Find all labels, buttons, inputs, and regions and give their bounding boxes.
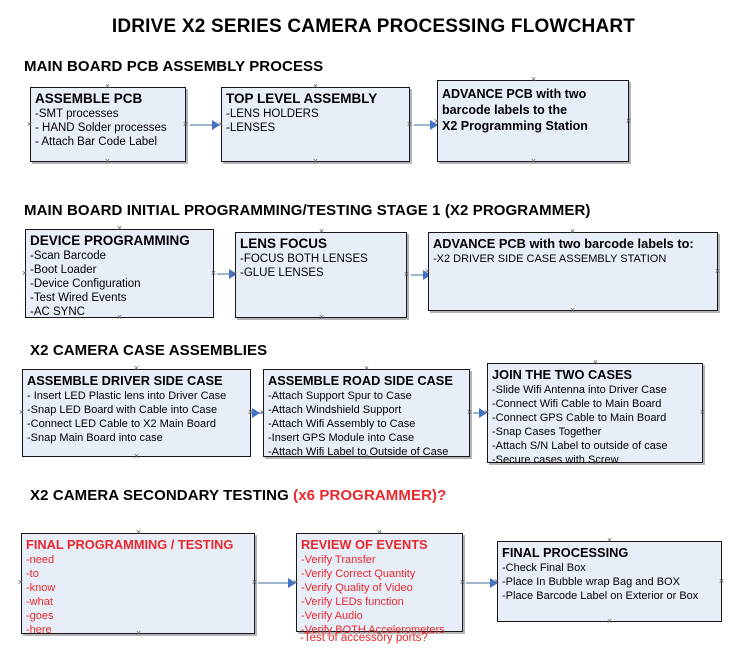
box-title: ASSEMBLE DRIVER SIDE CASE xyxy=(27,373,223,388)
box-line: -Place Barcode Label on Exterior or Box xyxy=(502,590,699,602)
box-assemble-pcb[interactable]: ASSEMBLE PCB -SMT processes - HAND Solde… xyxy=(30,87,186,162)
box-join-the-two-cases[interactable]: JOIN THE TWO CASES -Slide Wifi Antenna i… xyxy=(487,363,703,466)
box-title: ASSEMBLE PCB xyxy=(35,91,143,106)
box-line: -Connect GPS Cable to Main Board xyxy=(492,412,667,424)
connector-line xyxy=(466,582,494,584)
box-line: -Attach Windshield Support xyxy=(268,404,402,416)
box-title: ASSEMBLE ROAD SIDE CASE xyxy=(268,373,453,388)
section-heading-main-board-initial-programming: MAIN BOARD INITIAL PROGRAMMING/TESTING S… xyxy=(24,202,591,219)
box-line: -Slide Wifi Antenna into Driver Case xyxy=(492,384,667,396)
box-top-level-assembly[interactable]: TOP LEVEL ASSEMBLY -LENS HOLDERS -LENSES xyxy=(221,87,410,162)
box-overflow-line: -Test of accessory ports? xyxy=(300,632,428,644)
box-line: -Snap LED Board with Cable into Case xyxy=(27,404,218,416)
box-line: -Verify Transfer xyxy=(301,554,376,566)
box-line: -LENSES xyxy=(226,122,276,134)
section-heading-x2-camera-secondary-testing: X2 CAMERA SECONDARY TESTING (x6 PROGRAMM… xyxy=(30,487,446,504)
box-line: -goes xyxy=(26,610,54,622)
connector-line xyxy=(254,412,266,414)
box-line: -Verify Quality of Video xyxy=(301,582,413,594)
section-heading-note: (x6 PROGRAMMER)? xyxy=(293,487,447,504)
box-line: -here xyxy=(26,624,52,636)
box-line: -FOCUS BOTH LENSES xyxy=(240,253,368,265)
connector-arrow-icon xyxy=(212,120,220,130)
connector-line xyxy=(258,582,292,584)
box-line: -Connect LED Cable to X2 Main Board xyxy=(27,418,216,430)
box-line: - HAND Solder processes xyxy=(35,122,167,134)
box-title: ADVANCE PCB with two barcode labels to: xyxy=(433,236,694,251)
box-line: -Check Final Box xyxy=(502,562,586,574)
box-line: -Verify BOTH Accelerometers xyxy=(301,624,445,636)
connector-arrow-icon xyxy=(229,269,237,279)
section-heading-x2-camera-case-assemblies: X2 CAMERA CASE ASSEMBLIES xyxy=(30,342,268,359)
box-line: ADVANCE PCB with two xyxy=(442,87,587,101)
box-line: X2 Programming Station xyxy=(442,119,588,133)
box-lens-focus[interactable]: LENS FOCUS -FOCUS BOTH LENSES -GLUE LENS… xyxy=(235,232,407,318)
connector-line xyxy=(217,273,232,275)
box-line: -Connect Wifi Cable to Main Board xyxy=(492,398,662,410)
connector-arrow-icon xyxy=(423,270,431,280)
box-line: -Snap Cases Together xyxy=(492,426,602,438)
box-line: -Attach Wifi Assembly to Case xyxy=(268,418,416,430)
box-title: FINAL PROGRAMMING / TESTING xyxy=(26,537,234,552)
box-title: TOP LEVEL ASSEMBLY xyxy=(226,91,378,106)
box-line: -X2 DRIVER SIDE CASE ASSEMBLY STATION xyxy=(433,253,667,265)
box-line: -Attach S/N Label to outside of case xyxy=(492,440,668,452)
connector-arrow-icon xyxy=(252,408,260,418)
box-line: -Verify LEDs function xyxy=(301,596,404,608)
box-review-of-events[interactable]: REVIEW OF EVENTS -Verify Transfer -Verif… xyxy=(296,533,463,636)
box-advance-pcb-programming-station[interactable]: ADVANCE PCB with two barcode labels to t… xyxy=(437,80,629,162)
box-line: -Device Configuration xyxy=(30,278,141,290)
connector-arrow-icon xyxy=(490,578,498,588)
box-advance-pcb-driver-side-case[interactable]: ADVANCE PCB with two barcode labels to: … xyxy=(428,232,718,311)
box-line: -to xyxy=(26,568,39,580)
box-title: LENS FOCUS xyxy=(240,236,328,251)
box-line: -Attach Wifi Label to Outside of Case xyxy=(268,446,449,458)
box-line: -Insert GPS Module into Case xyxy=(268,432,415,444)
box-final-processing[interactable]: FINAL PROCESSING -Check Final Box -Place… xyxy=(497,541,722,622)
connector-line xyxy=(190,124,214,126)
box-line: -Boot Loader xyxy=(30,264,97,276)
box-title: REVIEW OF EVENTS xyxy=(301,537,428,552)
box-line: -Verify Correct Quantity xyxy=(301,568,416,580)
connector-line xyxy=(414,124,434,126)
page-title: IDRIVE X2 SERIES CAMERA PROCESSING FLOWC… xyxy=(111,16,636,37)
box-title: DEVICE PROGRAMMING xyxy=(30,233,190,248)
box-final-programming-testing[interactable]: FINAL PROGRAMMING / TESTING -need -to -k… xyxy=(21,533,255,636)
box-line: -LENS HOLDERS xyxy=(226,108,319,120)
box-line: -Secure cases with Screw xyxy=(492,454,619,466)
box-assemble-road-side-case[interactable]: ASSEMBLE ROAD SIDE CASE -Attach Support … xyxy=(263,369,470,458)
box-line: -AC SYNC xyxy=(30,306,85,318)
box-device-programming[interactable]: DEVICE PROGRAMMING -Scan Barcode -Boot L… xyxy=(25,229,214,318)
box-line: -Test Wired Events xyxy=(30,292,127,304)
connector-arrow-icon xyxy=(430,120,438,130)
box-line: -GLUE LENSES xyxy=(240,267,324,279)
box-line: -Snap Main Board into case xyxy=(27,432,163,444)
connector-line xyxy=(411,274,426,276)
box-line: barcode labels to the xyxy=(442,103,568,117)
box-assemble-driver-side-case[interactable]: ASSEMBLE DRIVER SIDE CASE - Insert LED P… xyxy=(22,369,251,457)
connector-arrow-icon xyxy=(288,578,296,588)
box-line: -Verify Audio xyxy=(301,610,363,622)
connector-arrow-icon xyxy=(479,408,487,418)
box-line: -Attach Support Spur to Case xyxy=(268,390,412,402)
box-line: -Place In Bubble wrap Bag and BOX xyxy=(502,576,680,588)
box-line: -what xyxy=(26,596,53,608)
box-line: -Scan Barcode xyxy=(30,250,107,262)
box-line: -need xyxy=(26,554,55,566)
box-title: JOIN THE TWO CASES xyxy=(492,367,633,382)
box-line: - Insert LED Plastic lens into Driver Ca… xyxy=(27,390,227,402)
box-line: - Attach Bar Code Label xyxy=(35,136,158,148)
box-title: FINAL PROCESSING xyxy=(502,545,629,560)
section-heading-text: X2 CAMERA SECONDARY TESTING xyxy=(30,487,294,504)
box-line: -know xyxy=(26,582,56,594)
section-heading-main-board-pcb-assembly: MAIN BOARD PCB ASSEMBLY PROCESS xyxy=(24,58,324,75)
box-line: -SMT processes xyxy=(35,108,119,120)
